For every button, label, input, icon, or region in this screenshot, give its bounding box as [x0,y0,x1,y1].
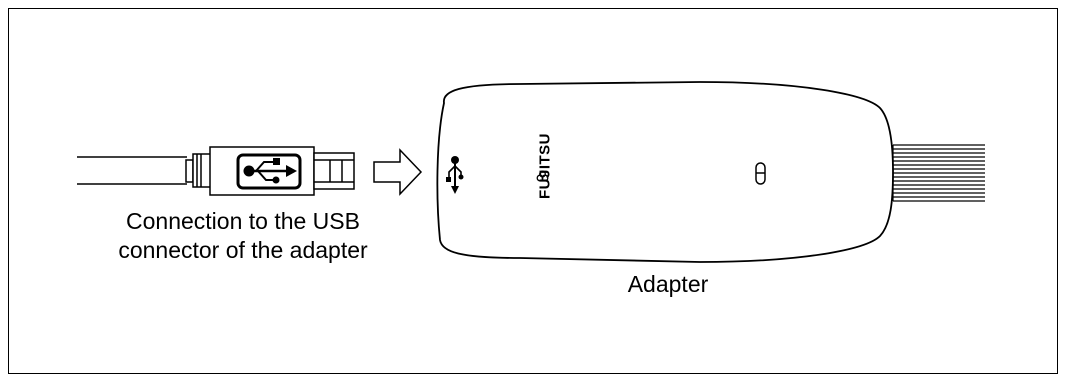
usb-cable [77,146,355,196]
adapter-label: Adapter [627,271,709,297]
brand-logo-mark [536,170,549,182]
brand-logo-text: FUJITSU [536,132,554,200]
connection-label-line2: connector of the adapter [118,237,368,263]
usb-trident-icon [446,156,464,194]
adapter-body [436,81,894,263]
usb-trident-icon [236,153,302,190]
connection-label-line1: Connection to the USB [126,208,360,234]
led-indicator-icon [755,162,766,185]
hollow-right-arrow-icon [373,148,423,196]
ribbon-cable [892,144,985,202]
